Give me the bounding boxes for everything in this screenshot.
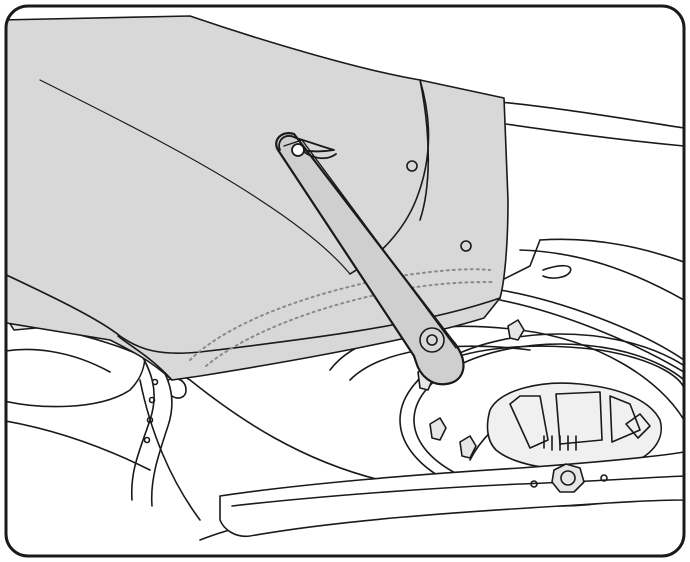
hairpin-clip xyxy=(278,135,337,160)
mower-blade xyxy=(219,451,684,538)
frame-border xyxy=(4,4,686,558)
